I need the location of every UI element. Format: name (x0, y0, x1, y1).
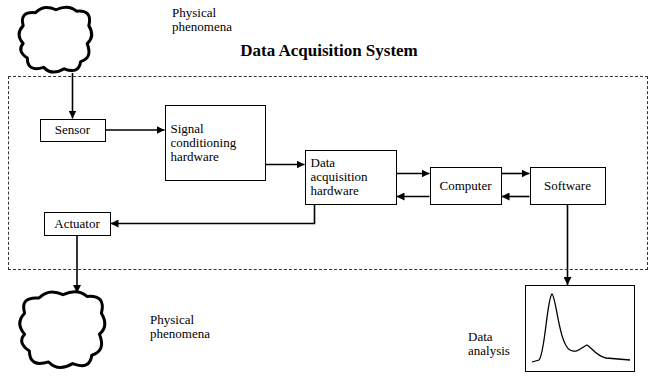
box-label: Actuator (54, 217, 99, 231)
response-curve (532, 294, 630, 362)
conditioning-box: Signal conditioning hardware (165, 105, 266, 181)
system-boundary: Data Acquisition SystemSensorSignal cond… (8, 76, 648, 270)
signal-arrow (502, 196, 530, 198)
signal-arrow (266, 164, 305, 166)
analysis-plot: Data analysis (525, 285, 635, 372)
cloud-outline (19, 7, 92, 72)
box-label: Sensor (55, 123, 90, 137)
shape-label: Data analysis (468, 330, 524, 358)
system-title: Data Acquisition System (9, 41, 648, 61)
software-box: Software (530, 167, 606, 205)
shape-label: Physical phenomena (150, 313, 230, 341)
response-curve (526, 286, 634, 371)
signal-arrow (106, 129, 165, 131)
sensor-box: Sensor (40, 119, 106, 142)
cloud-outline (15, 4, 97, 76)
cloud-outline (20, 292, 105, 368)
actuator-box: Actuator (44, 212, 111, 236)
cloud-outline (15, 288, 111, 372)
daq-hardware-box: Data acquisition hardware (305, 150, 397, 205)
signal-arrow (72, 73, 74, 119)
box-label: Computer (440, 179, 492, 193)
box-label: Software (544, 179, 591, 193)
signal-arrow (397, 173, 430, 175)
signal-arrow (76, 236, 78, 294)
computer-box: Computer (430, 167, 502, 205)
signal-arrow (111, 205, 315, 224)
signal-arrow (502, 173, 530, 175)
signal-arrow (397, 196, 430, 198)
signal-arrow (567, 205, 569, 286)
box-label: Data acquisition hardware (311, 156, 391, 198)
phenomenon-cloud: Physical phenomena (15, 288, 111, 372)
box-label: Signal conditioning hardware (171, 122, 260, 164)
shape-label: Physical phenomena (172, 6, 252, 34)
phenomenon-cloud: Physical phenomena (15, 4, 97, 76)
